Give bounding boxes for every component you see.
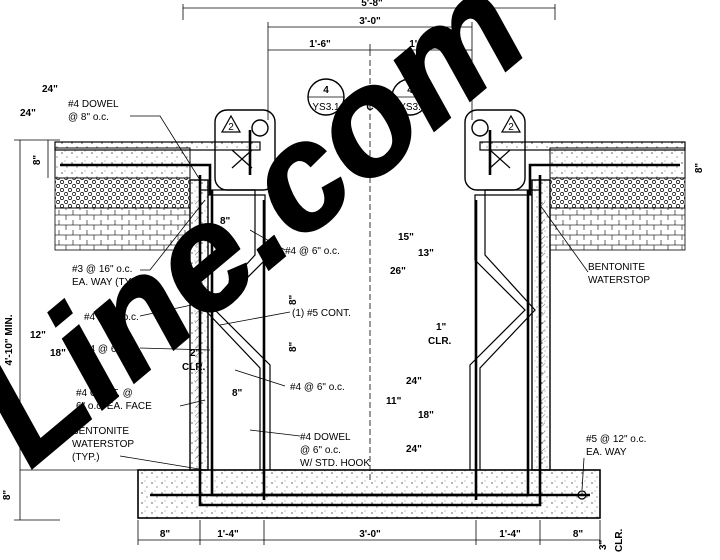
dim-slab-right: 8" xyxy=(694,163,705,174)
dim-base: 8" xyxy=(2,490,13,501)
tag-left-num: 4 xyxy=(323,85,329,96)
tag-right-ref: YS3. xyxy=(399,102,421,113)
centerline-label: C xyxy=(366,102,373,113)
dim-bottom-1-4-left: 1'-4" xyxy=(217,529,239,540)
dim-clr-3: 3" xyxy=(598,539,609,550)
dim-bar-26: 26" xyxy=(390,266,406,277)
tag-right xyxy=(391,78,429,116)
tag-right-num: 4 xyxy=(407,85,413,96)
pipe-left-icon xyxy=(231,119,269,169)
dim-bottom-1-4-right: 1'-4" xyxy=(499,529,521,540)
top-slabs xyxy=(54,141,686,195)
label-cont-5: (1) #5 CONT. xyxy=(292,308,351,319)
dim-wall-8d: 8" xyxy=(232,388,243,399)
label-bars-5-2: EA. WAY xyxy=(586,447,627,458)
triangle-right-icon xyxy=(500,114,522,133)
dim-hook-18: 18" xyxy=(50,348,66,359)
dim-slab-left: 8" xyxy=(32,155,43,166)
dim-bar-13: 13" xyxy=(418,248,434,259)
label-bars-4-6-a: #4 @ 6" o.c. xyxy=(285,246,340,257)
left-dimension-lines xyxy=(14,139,138,521)
label-bars-4-6-b: #4 @ 6" o.c. xyxy=(84,312,139,323)
label-cont-4-1: #4 CONT. @ xyxy=(76,388,133,399)
dim-top-left-24: 24" xyxy=(42,84,58,95)
dim-inner-width: 3'-0" xyxy=(359,16,381,27)
dim-bar-24b: 24" xyxy=(406,444,422,455)
dim-clr-2-label: CLR. xyxy=(182,362,206,373)
label-dowel-top-2: @ 8" o.c. xyxy=(68,112,109,123)
dim-hook-12: 12" xyxy=(30,330,46,341)
label-dowel-bot-3: W/ STD. HOOK xyxy=(300,458,370,469)
dim-wall-8c: 8" xyxy=(288,341,299,352)
triangle-left-num: 2 xyxy=(228,122,234,133)
top-dimension-lines xyxy=(182,4,556,480)
dim-bar-24: 24" xyxy=(406,376,422,387)
dim-clr-1: 1" xyxy=(436,322,447,333)
footing xyxy=(137,469,601,519)
label-dowel-bot-1: #4 DOWEL xyxy=(300,432,351,443)
label-waterstop-r1: BENTONITE xyxy=(588,262,645,273)
label-bars-3-1: #3 @ 16" o.c. xyxy=(72,264,132,275)
watermark: Line.com xyxy=(0,0,556,496)
dim-bottom-8-left: 8" xyxy=(160,529,171,540)
dim-bottom-8-right: 8" xyxy=(573,529,584,540)
label-waterstop-l3: (TYP.) xyxy=(72,452,100,463)
dim-half-right: 1'-6" xyxy=(409,39,431,50)
tag-left-ref: YS3.1 xyxy=(312,102,340,113)
oh-label: O.H. xyxy=(400,64,421,75)
leader-lines xyxy=(119,115,589,491)
dim-bar-15: 15" xyxy=(398,232,414,243)
label-bars-5-1: #5 @ 12" o.c. xyxy=(586,434,646,445)
dim-clr-1-label: CLR. xyxy=(428,336,452,347)
dim-bottom-3-0: 3'-0" xyxy=(359,529,381,540)
right-soil xyxy=(549,147,686,251)
dim-overall-width: 5'-8" xyxy=(361,0,383,9)
triangle-left-icon xyxy=(220,114,242,133)
triangle-right-num: 2 xyxy=(508,122,514,133)
label-waterstop-r2: WATERSTOP xyxy=(588,275,650,286)
wall-hatch-left xyxy=(195,200,201,460)
label-cont-4-2: 6" o.c. EA. FACE xyxy=(76,401,152,412)
label-bars-4-6-c: #4 @ 6" o.c. xyxy=(84,344,139,355)
label-waterstop-l1: BENTONITE xyxy=(72,426,129,437)
dim-top-left-24b: 24" xyxy=(20,108,36,119)
label-bars-3-2: EA. WAY (TYP.) xyxy=(72,277,143,288)
dim-clr-3-label: CLR. xyxy=(614,528,625,552)
label-dowel-bot-2: @ 6" o.c. xyxy=(300,445,341,456)
wall-hatch-right xyxy=(539,200,545,460)
dim-wall-8b: 8" xyxy=(288,294,299,305)
bottom-dimension-lines xyxy=(137,520,601,545)
dim-half-left: 1'-6" xyxy=(309,39,331,50)
label-bars-4-6-d: #4 @ 6" o.c. xyxy=(290,382,345,393)
label-dowel-top-1: #4 DOWEL xyxy=(68,99,119,110)
dim-clr-2: 2" xyxy=(190,348,201,359)
dim-bar-11: 11" xyxy=(386,396,402,407)
dim-bar-18: 18" xyxy=(418,410,434,421)
left-soil xyxy=(54,147,191,251)
pipe-right-icon xyxy=(471,119,511,169)
tag-left xyxy=(307,78,345,116)
label-waterstop-l2: WATERSTOP xyxy=(72,439,134,450)
dim-depth: 4'-10" MIN. xyxy=(4,314,15,365)
dim-wall-8a: 8" xyxy=(220,216,231,227)
